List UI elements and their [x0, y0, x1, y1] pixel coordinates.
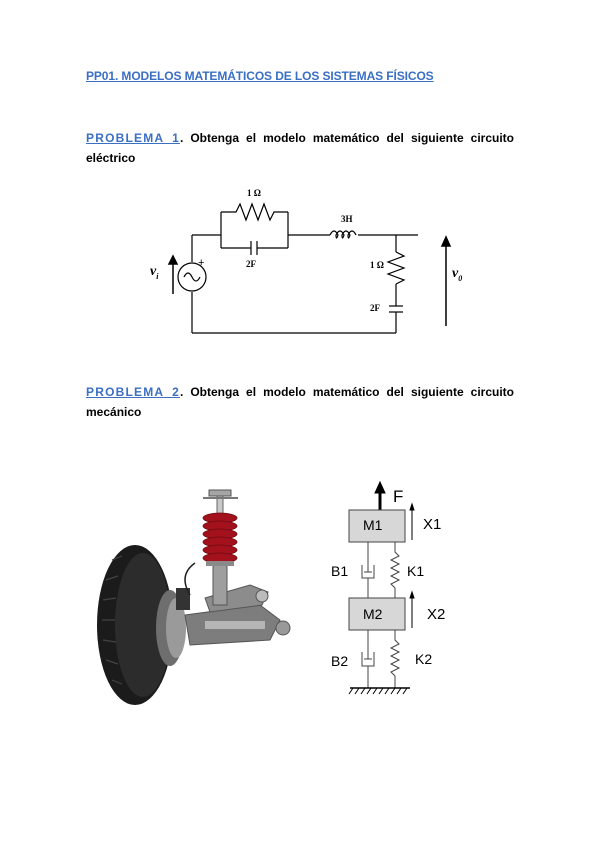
vo-symbol: v — [452, 266, 459, 281]
r1-label: 1 Ω — [247, 188, 261, 198]
problem-1-text: . Obtenga el modelo matemático del sigui… — [86, 131, 515, 165]
force-label: F — [393, 487, 404, 506]
vi-label: vi — [150, 264, 158, 281]
problem-2-text: . Obtenga el modelo matemático del sigui… — [86, 385, 515, 419]
c2-label: 2F — [370, 303, 380, 313]
k1-label: K1 — [407, 563, 425, 579]
c1-label: 2F — [246, 259, 256, 269]
ground-symbol — [348, 687, 410, 695]
mass-2-label: M2 — [363, 606, 383, 622]
vo-subscript: 0 — [458, 273, 463, 283]
problem-1-statement: PROBLEMA 1. Obtenga el modelo matemático… — [86, 128, 514, 168]
problem-2-label: PROBLEMA 2 — [86, 385, 180, 399]
mass-1-label: M1 — [363, 517, 383, 533]
tire-image — [97, 545, 173, 705]
b1-label: B1 — [331, 563, 349, 579]
document-title: PP01. MODELOS MATEMÁTICOS DE LOS SISTEMA… — [86, 69, 434, 83]
source-plus-sign: + — [198, 257, 205, 269]
k2-label: K2 — [415, 651, 433, 667]
problem-1-label: PROBLEMA 1 — [86, 131, 180, 145]
r2-label: 1 Ω — [370, 260, 384, 270]
coil-spring-image — [202, 512, 238, 564]
inductor-label: 3H — [341, 214, 353, 224]
vi-subscript: i — [156, 271, 159, 281]
x2-label: X2 — [427, 606, 446, 623]
vi-symbol: v — [150, 264, 157, 279]
vo-label: v0 — [452, 266, 462, 283]
x1-label: X1 — [423, 516, 442, 533]
problem-2-statement: PROBLEMA 2. Obtenga el modelo matemático… — [86, 382, 514, 422]
b2-label: B2 — [331, 653, 349, 669]
